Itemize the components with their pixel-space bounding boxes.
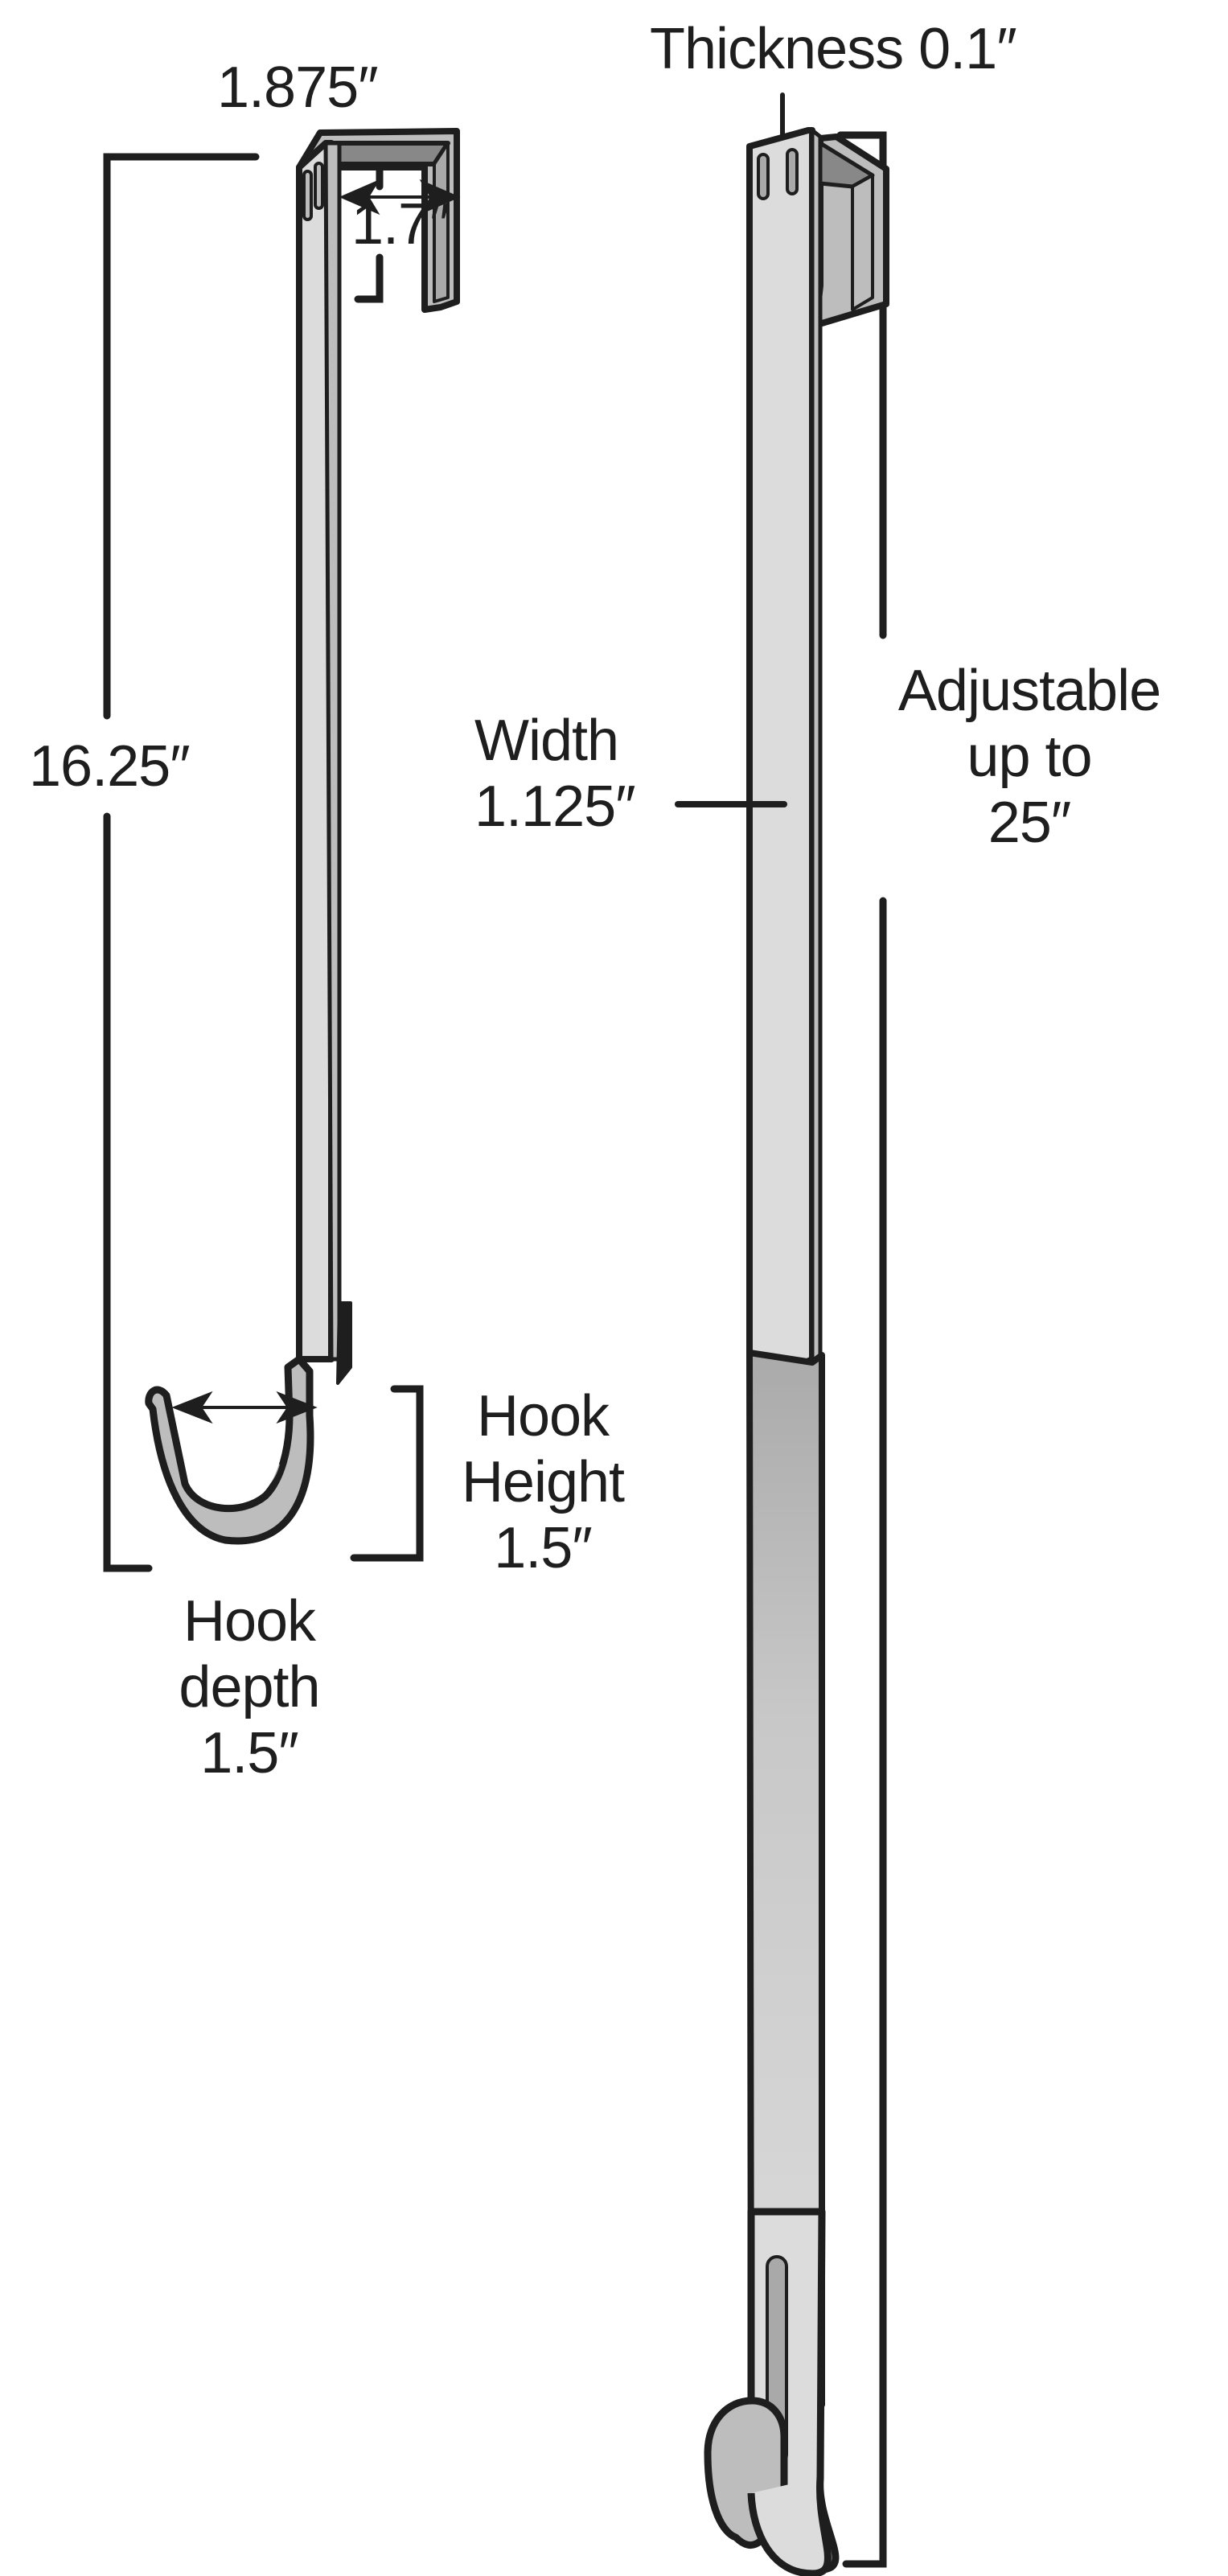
left-hook-depth-arrow bbox=[171, 1391, 318, 1424]
adjustable-line1: Adjustable bbox=[897, 659, 1161, 723]
adjustable-line2: up to bbox=[967, 725, 1092, 789]
hook-depth-label: Hook depth 1.5″ bbox=[153, 1588, 346, 1786]
top-height-label: 1.7″ bbox=[351, 192, 450, 257]
left-hook-body bbox=[145, 128, 460, 1545]
hook-height-line1: Hook bbox=[476, 1384, 610, 1448]
left-top-width-arrow bbox=[339, 179, 461, 216]
hook-height-label: Hook Height 1.5″ bbox=[446, 1383, 639, 1581]
hook-depth-line2: depth bbox=[179, 1655, 320, 1719]
top-width-label: 1.875″ bbox=[217, 55, 379, 120]
adjustable-label: Adjustable up to 25″ bbox=[869, 658, 1190, 856]
right-adjustable-bracket bbox=[836, 131, 887, 2568]
right-hook-body bbox=[704, 127, 889, 2576]
adjustable-line3: 25″ bbox=[988, 791, 1072, 855]
width-label: Width 1.125″ bbox=[474, 708, 636, 840]
hook-height-line2: Height bbox=[461, 1450, 625, 1514]
hook-height-line3: 1.5″ bbox=[494, 1516, 593, 1580]
hook-depth-line3: 1.5″ bbox=[200, 1721, 299, 1785]
width-line1: Width bbox=[474, 709, 619, 773]
left-hook-height-bracket bbox=[350, 1385, 424, 1562]
overall-height-label: 16.25″ bbox=[29, 734, 191, 799]
left-overall-height-bracket bbox=[103, 153, 260, 1572]
hook-depth-line1: Hook bbox=[183, 1589, 316, 1654]
thickness-label: Thickness 0.1″ bbox=[650, 17, 1017, 81]
width-line2: 1.125″ bbox=[474, 774, 636, 839]
